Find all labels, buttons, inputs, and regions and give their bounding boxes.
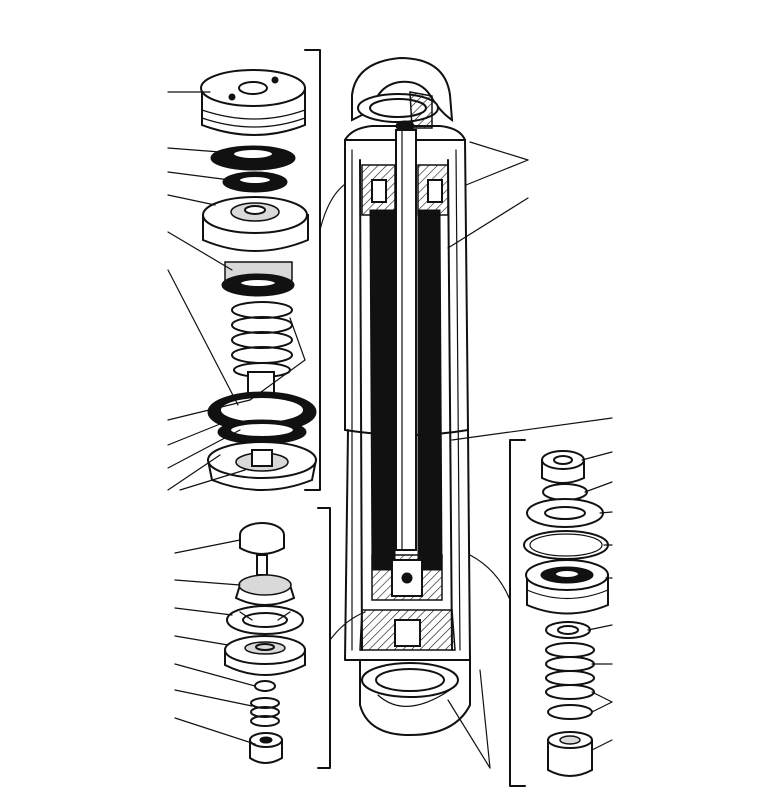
top-cap: [200, 69, 306, 136]
callouts-upper-left: [167, 91, 306, 406]
lower-left-parts: [224, 522, 306, 764]
seal-rings: [210, 145, 296, 193]
right-parts: [523, 450, 609, 777]
valve-cup: [206, 441, 318, 491]
valve-body: [224, 635, 306, 676]
top-washer: [542, 483, 588, 501]
callouts-lower-right: [581, 451, 613, 751]
nut: [249, 732, 283, 764]
valve-disk-right: [545, 621, 591, 639]
large-ring: [207, 391, 317, 445]
bottom-nut: [547, 731, 593, 777]
lower-seal: [221, 261, 295, 297]
spring-washer: [226, 605, 304, 635]
small-spring: [250, 697, 280, 727]
lower-washer: [547, 704, 593, 720]
small-washer: [254, 680, 276, 692]
spring: [231, 301, 293, 378]
spring-plate: [526, 498, 604, 528]
callouts-mid-left: [167, 399, 251, 491]
top-bushing: [541, 450, 585, 484]
callouts-bottom-center: [447, 669, 491, 769]
valve-plate: [234, 574, 296, 606]
spring-right: [545, 642, 595, 700]
upper-left-parts: [200, 69, 318, 491]
snap-ring: [523, 530, 609, 560]
callouts-lower-left: [174, 539, 256, 745]
shock-absorber-body: [344, 56, 471, 737]
bracket-lower-left: [317, 507, 366, 769]
piston-right: [525, 559, 609, 615]
bracket-right: [469, 439, 526, 787]
valve-head: [239, 522, 285, 576]
guide-bushing: [202, 196, 309, 252]
callouts-upper-right: [447, 141, 613, 441]
